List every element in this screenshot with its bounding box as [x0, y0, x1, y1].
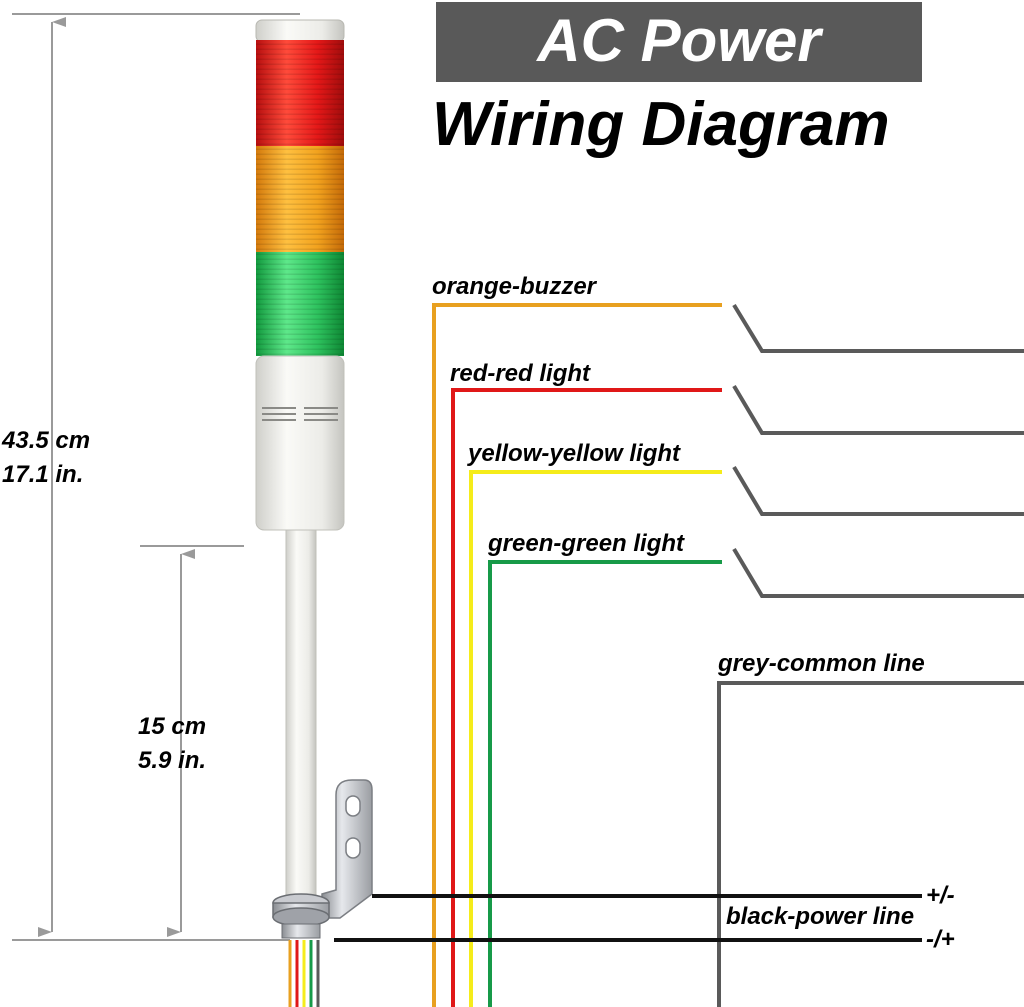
buzzer-vents [262, 407, 338, 421]
yellow-wire-label: yellow-yellow light [468, 440, 681, 467]
buzzer-housing [255, 355, 345, 531]
signal-tower [255, 19, 373, 1007]
page-subtitle: Wiring Diagram [432, 90, 890, 159]
yellow-switch [732, 465, 1024, 516]
mounting-pole [285, 529, 317, 903]
black-wire-label: black-power line [726, 903, 915, 930]
title-banner: AC Power [436, 2, 922, 82]
red-wire-label: red-red light [450, 360, 591, 387]
green-wire [488, 560, 722, 1007]
grey-wire [717, 681, 1024, 1007]
mounting-bracket [321, 779, 373, 919]
orange-wire-label: orange-buzzer [432, 273, 597, 300]
green-wire-label: green-green light [488, 530, 685, 557]
yellow-wire [469, 470, 722, 1007]
total-height-cm: 43.5 cm [2, 427, 91, 454]
tower-lead-wires [288, 940, 320, 1007]
red-switch [732, 384, 1024, 435]
page-title: AC Power [537, 7, 821, 74]
green-switch [732, 547, 1024, 598]
pole-height-in: 5.9 in. [138, 747, 207, 774]
orange-switch [732, 303, 1024, 353]
grey-wire-label: grey-common line [718, 650, 925, 677]
orange-wire [432, 303, 722, 1007]
polarity-bottom-label: -/+ [926, 926, 955, 953]
dimension-lines [12, 13, 300, 941]
tower-cap [255, 19, 345, 43]
mounting-nut [272, 893, 330, 939]
wiring [334, 303, 1024, 1007]
polarity-top-label: +/- [926, 882, 955, 909]
pole-height-cm: 15 cm [138, 713, 207, 740]
total-height-in: 17.1 in. [2, 461, 84, 488]
red-wire [451, 388, 722, 1007]
